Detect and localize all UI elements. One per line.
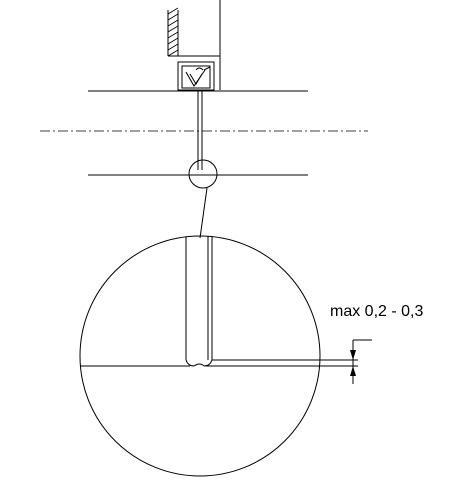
seal-lip-tube — [197, 91, 203, 170]
housing-wall — [167, 0, 221, 90]
wall-hatching — [167, 7, 179, 57]
detail-leader-line — [199, 187, 208, 239]
detail-marker-circle — [188, 159, 218, 189]
detail-circle — [79, 235, 321, 477]
dimension-label: max 0,2 - 0,3 — [330, 303, 423, 320]
detail-view — [79, 235, 321, 477]
clearance-dimension: max 0,2 - 0,3 — [212, 303, 423, 384]
seal-ring — [177, 61, 215, 91]
